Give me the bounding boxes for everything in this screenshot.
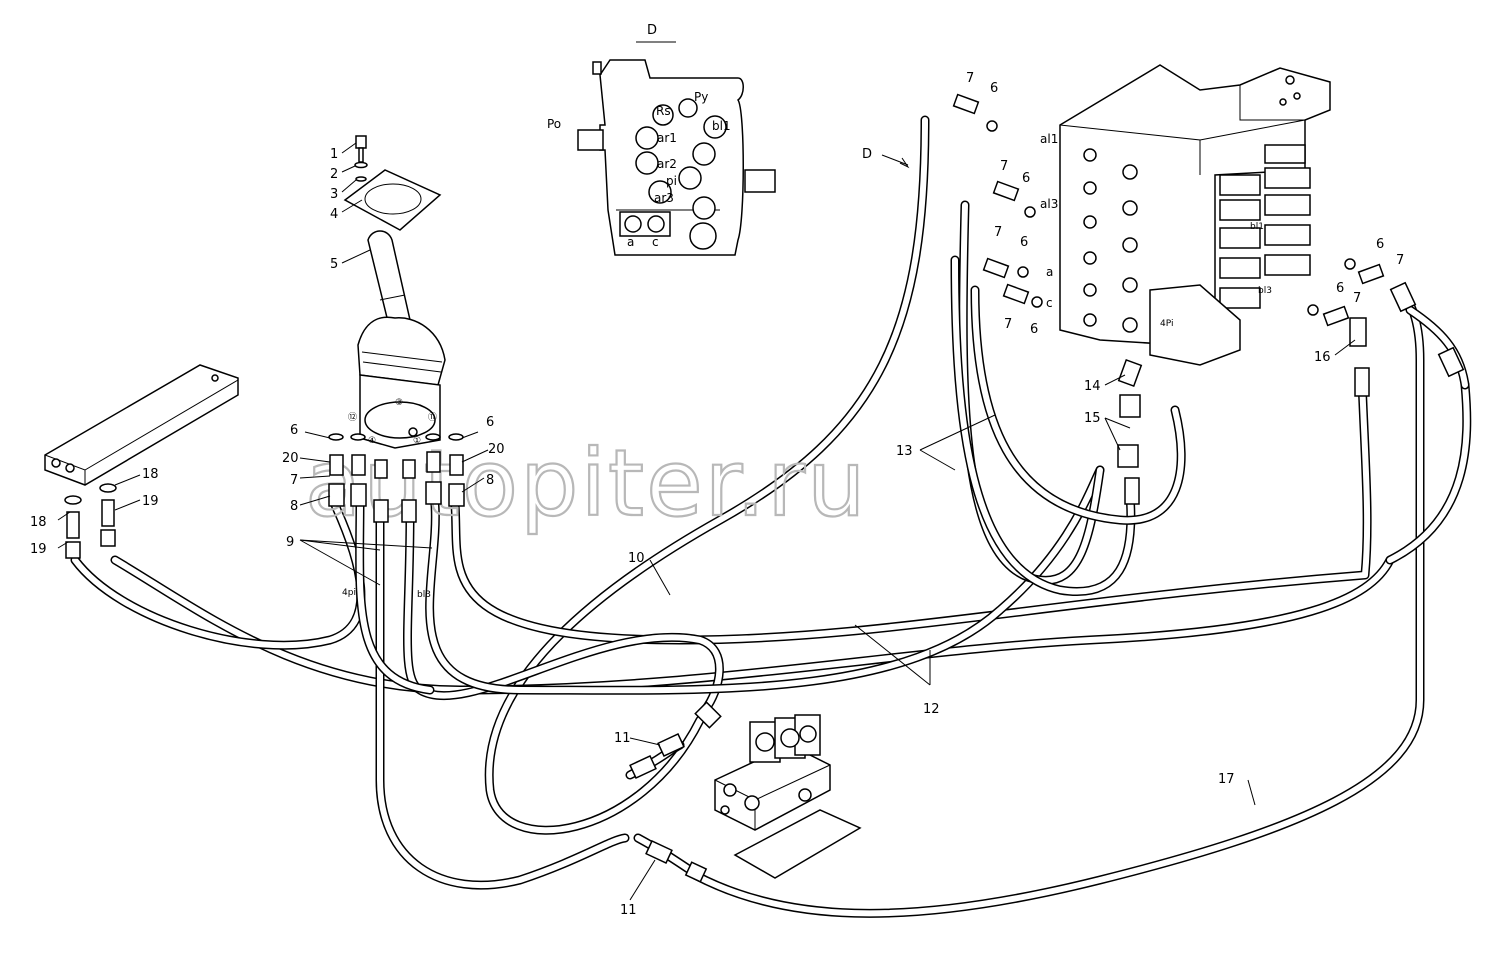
callout-1: 1 <box>330 147 338 162</box>
callout-numbers: 1 2 3 4 5 6 6 20 20 7 8 8 9 4pi bl3 10 1… <box>30 71 1404 918</box>
callout-7-f: 7 <box>1353 291 1361 306</box>
block-port-al3: al3 <box>1040 197 1058 211</box>
callout-11-top: 11 <box>614 731 631 746</box>
port-pi: pi <box>666 174 677 188</box>
callout-18-right: 18 <box>142 467 159 482</box>
callout-15: 15 <box>1084 411 1101 426</box>
callout-6-e: 6 <box>1376 237 1384 252</box>
port-ar3: ar3 <box>654 191 674 205</box>
callout-11-bottom: 11 <box>620 903 637 918</box>
block-port-al1: al1 <box>1040 132 1058 146</box>
block-port-bl1: bl1 <box>1250 222 1264 232</box>
joystick-port-12: ⑫ <box>348 412 357 423</box>
view-d-arrow-label: D <box>862 147 872 162</box>
callout-20-left: 20 <box>282 451 299 466</box>
callout-9: 9 <box>286 535 294 550</box>
callout-8-right: 8 <box>486 473 494 488</box>
port-bl1: bl1 <box>712 119 731 133</box>
hose-lines <box>70 115 1472 918</box>
callout-12: 12 <box>923 702 940 717</box>
callout-3: 3 <box>330 187 338 202</box>
callout-17: 17 <box>1218 772 1235 787</box>
callout-8-left: 8 <box>290 499 298 514</box>
callout-6-f: 6 <box>1336 281 1344 296</box>
valve-block-bolts <box>1083 75 1301 333</box>
block-fittings <box>952 93 1465 505</box>
callout-14: 14 <box>1084 379 1101 394</box>
callout-2: 2 <box>330 167 338 182</box>
callout-5: 5 <box>330 257 338 272</box>
callout-4: 4 <box>330 207 338 222</box>
callout-7-left: 7 <box>290 473 298 488</box>
joystick-fittings <box>328 433 465 523</box>
joystick-assembly: ⑫ ④ ⑪ ① ③ <box>328 135 465 523</box>
callout-19-right: 19 <box>142 494 159 509</box>
callout-18-left: 18 <box>30 515 47 530</box>
callout-6-left: 6 <box>290 423 298 438</box>
callout-19-left: 19 <box>30 542 47 557</box>
port-po: Po <box>547 117 561 131</box>
port-rs: Rs <box>656 104 671 118</box>
hose-mark-bl3: bl3 <box>417 590 431 600</box>
block-port-a: a <box>1046 265 1053 279</box>
callout-7-e: 7 <box>1396 253 1404 268</box>
block-port-4pi: 4Pi <box>1160 319 1173 329</box>
view-d-title: D <box>647 23 657 38</box>
solenoid-valve-unit <box>629 701 862 883</box>
callout-6-right: 6 <box>486 415 494 430</box>
callout-6-a: 6 <box>990 81 998 96</box>
joystick-port-4: ④ <box>368 436 376 446</box>
block-port-c: c <box>1046 296 1053 310</box>
left-manifold <box>44 364 239 559</box>
port-ar1: ar1 <box>657 131 677 145</box>
main-valve-block: al1 al3 a c bl1 bl3 4Pi <box>952 64 1465 505</box>
hose-mark-4pi: 4pi <box>342 588 356 598</box>
callout-10: 10 <box>628 551 645 566</box>
leader-lines <box>57 142 1356 901</box>
callout-6-c: 6 <box>1020 235 1028 250</box>
joystick-port-3: ③ <box>395 398 403 408</box>
joystick-port-11: ⑪ <box>428 412 437 423</box>
port-py: Py <box>694 90 708 104</box>
port-a: a <box>627 235 634 249</box>
callout-7-a: 7 <box>966 71 974 86</box>
view-d-valve: D Po Rs Py ar1 bl1 ar2 pi ar3 a c <box>547 23 776 256</box>
callout-7-b: 7 <box>1000 159 1008 174</box>
block-port-bl3: bl3 <box>1258 286 1272 296</box>
callout-6-b: 6 <box>1022 171 1030 186</box>
valve-port-circles <box>619 98 727 250</box>
callout-6-d: 6 <box>1030 322 1038 337</box>
joystick-port-1: ① <box>413 436 421 446</box>
callout-7-c: 7 <box>994 225 1002 240</box>
callout-20-right: 20 <box>488 442 505 457</box>
valve-solenoids <box>1219 144 1311 309</box>
callout-7-d: 7 <box>1004 317 1012 332</box>
port-c: c <box>652 235 659 249</box>
callout-16: 16 <box>1314 350 1331 365</box>
callout-13: 13 <box>896 444 913 459</box>
port-ar2: ar2 <box>657 157 677 171</box>
